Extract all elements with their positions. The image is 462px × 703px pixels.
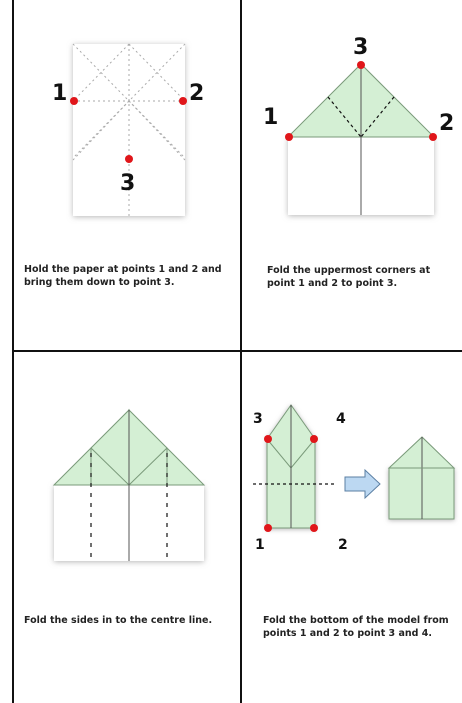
- step-3-caption: Fold the sides in to the centre line.: [24, 615, 213, 626]
- inner-fold-left: [90, 447, 130, 486]
- guide-lines: [72, 43, 186, 216]
- point-4-marker: [310, 435, 318, 443]
- right-flap: [166, 446, 206, 486]
- point-2-label: 2: [338, 537, 348, 553]
- point-3-label: 3: [253, 411, 263, 427]
- point-2-label: 2: [189, 81, 204, 106]
- point-1-label: 1: [263, 105, 278, 130]
- step-3-diagram: [52, 408, 206, 561]
- arrow-icon: [344, 468, 381, 500]
- grid-middle-divider: [12, 350, 462, 352]
- point-3-marker: [264, 435, 272, 443]
- step-4-caption: Fold the bottom of the model from points…: [263, 615, 449, 639]
- point-3-marker: [125, 155, 133, 163]
- point-1-label: 1: [52, 81, 67, 106]
- point-1-marker: [285, 133, 293, 141]
- step-2-panel: 1 2 3 Fold the uppermost corners at poin…: [241, 0, 462, 351]
- inner-fold-right: [128, 447, 168, 486]
- fold-guides: [90, 453, 168, 561]
- left-centre-flap: [90, 408, 130, 486]
- step-4-diagram: 3 4 1 2: [253, 404, 456, 553]
- point-2-marker: [179, 97, 187, 105]
- step-2-diagram: 1 2 3: [263, 35, 454, 215]
- point-3-label: 3: [353, 35, 368, 60]
- point-4-label: 4: [336, 411, 346, 427]
- step-4-panel: 3 4 1 2 Fold the bottom of the model fro…: [241, 351, 462, 703]
- step-2-caption: Fold the uppermost corners at point 1 an…: [267, 265, 431, 289]
- left-flap: [52, 446, 92, 486]
- point-1-marker: [70, 97, 78, 105]
- point-2-marker: [310, 524, 318, 532]
- point-1-label: 1: [255, 537, 265, 553]
- step-1-panel: 1 2 3 Hold the paper at points 1 and 2 a…: [12, 0, 241, 351]
- point-3-marker: [357, 61, 365, 69]
- step-1-caption: Hold the paper at points 1 and 2 and bri…: [24, 264, 222, 288]
- point-1-marker: [264, 524, 272, 532]
- step-1-diagram: 1 2 3: [52, 43, 204, 216]
- step-3-panel: Fold the sides in to the centre line.: [12, 351, 241, 703]
- point-3-label: 3: [120, 171, 135, 196]
- point-2-label: 2: [439, 111, 454, 136]
- point-2-marker: [429, 133, 437, 141]
- fold-guides: [327, 96, 395, 138]
- right-centre-flap: [128, 408, 168, 486]
